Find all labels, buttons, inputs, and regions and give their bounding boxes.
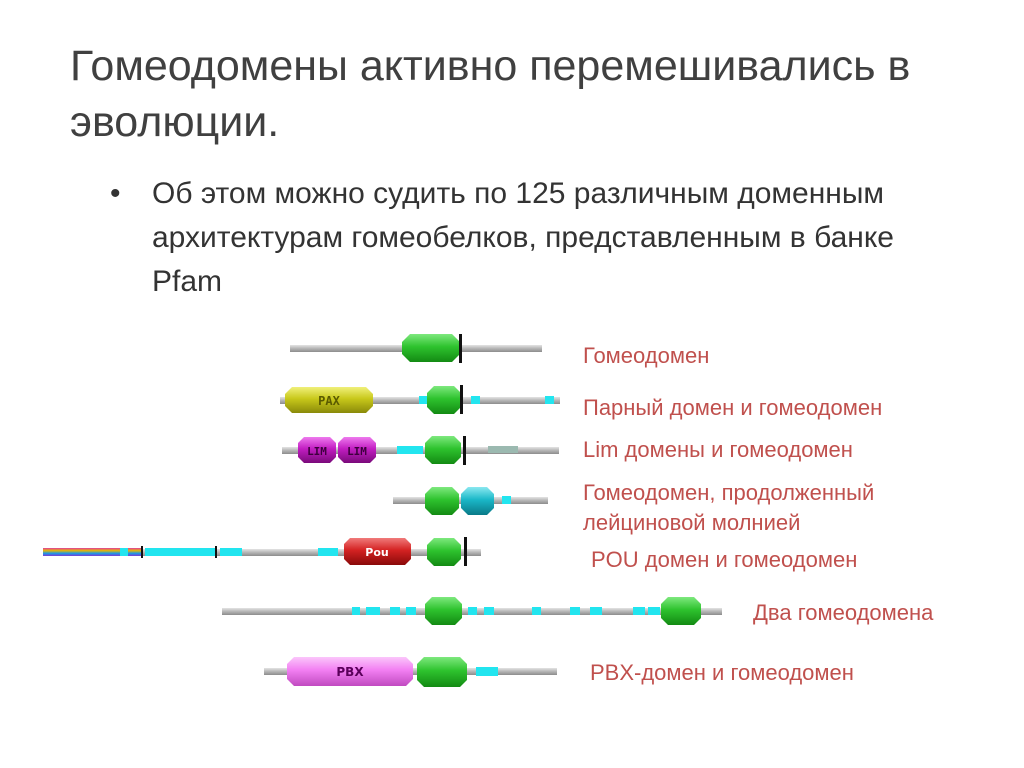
pou-domain-shape: [344, 538, 411, 565]
lim-domain-shape: [338, 437, 376, 463]
pax-domain-shape: [285, 387, 373, 413]
boundary-marker: [460, 385, 463, 414]
homeodomain-shape: [425, 487, 459, 515]
label-homeodomain: Гомеодомен: [583, 343, 710, 368]
low-complexity-region: [488, 446, 518, 453]
boundary-marker: [463, 436, 466, 465]
boundary-marker: [215, 546, 217, 558]
label-leucine-zipper: Гомеодомен, продолженный лейциновой молн…: [583, 480, 875, 535]
architecture-row-homeodomain: [290, 334, 542, 363]
boundary-marker: [141, 546, 143, 558]
label-pbx-homeodomain: PBX-домен и гомеодомен: [590, 660, 854, 685]
lim-domain-shape: [298, 437, 336, 463]
boundary-marker: [459, 334, 462, 363]
label-two-homeodomains: Два гомеодомена: [753, 600, 934, 625]
motif: [352, 607, 360, 615]
motif: [545, 396, 554, 404]
lim-domain-label: LIM: [347, 445, 367, 458]
homeodomain-shape: [661, 597, 701, 625]
homeodomain-shape: [425, 436, 461, 464]
pax-domain-label: PAX: [318, 394, 340, 408]
motif: [471, 396, 480, 404]
architecture-row-pax: PAX: [280, 385, 560, 414]
lim-domain-label: LIM: [307, 445, 327, 458]
label-pou-homeodomain: POU домен и гомеодомен: [591, 547, 858, 572]
motif: [648, 607, 660, 615]
motif: [120, 548, 128, 556]
homeodomain-shape: [425, 597, 462, 625]
motif: [633, 607, 645, 615]
boundary-marker: [464, 537, 467, 566]
pbx-domain-shape: [287, 657, 413, 686]
motif: [145, 548, 215, 556]
homeodomain-shape: [417, 657, 467, 687]
motif: [570, 607, 580, 615]
motif: [502, 496, 511, 504]
motif: [532, 607, 541, 615]
label-pax-homeodomain: Парный домен и гомеодомен: [583, 395, 883, 420]
homeodomain-shape: [427, 538, 461, 566]
architecture-row-pbx: PBX: [264, 657, 557, 687]
leucine-zipper-shape: [461, 487, 494, 515]
architecture-row-leucine-zipper: [393, 487, 548, 515]
architecture-row-lim: LIM LIM: [282, 436, 559, 465]
motif: [419, 396, 427, 404]
motif: [318, 548, 338, 556]
motif: [390, 607, 400, 615]
motif: [397, 446, 423, 454]
bullet-text: Об этом можно судить по 125 различным до…: [152, 177, 894, 298]
motif: [476, 667, 498, 676]
motif: [220, 548, 242, 556]
architecture-row-two-homeodomains: [222, 597, 722, 625]
motif: [366, 607, 380, 615]
homeodomain-shape: [427, 386, 461, 414]
protein-backbone: [143, 549, 481, 556]
motif: [590, 607, 602, 615]
pou-domain-label: Pou: [365, 546, 388, 559]
bullet-dot-icon: •: [110, 177, 121, 210]
slide-title: Гомеодомены активно перемешивались в эво…: [70, 42, 911, 146]
label-lim-homeodomain: Lim домены и гомеодомен: [583, 437, 853, 462]
architecture-row-pou: Pou: [43, 537, 481, 566]
motif: [484, 607, 494, 615]
multi-coloured-segment: [43, 548, 143, 556]
motif: [406, 607, 416, 615]
bullet-point: • Об этом можно судить по 125 различным …: [110, 172, 910, 304]
pbx-domain-label: PBX: [336, 665, 364, 679]
motif: [468, 607, 477, 615]
homeodomain-shape: [402, 334, 460, 362]
